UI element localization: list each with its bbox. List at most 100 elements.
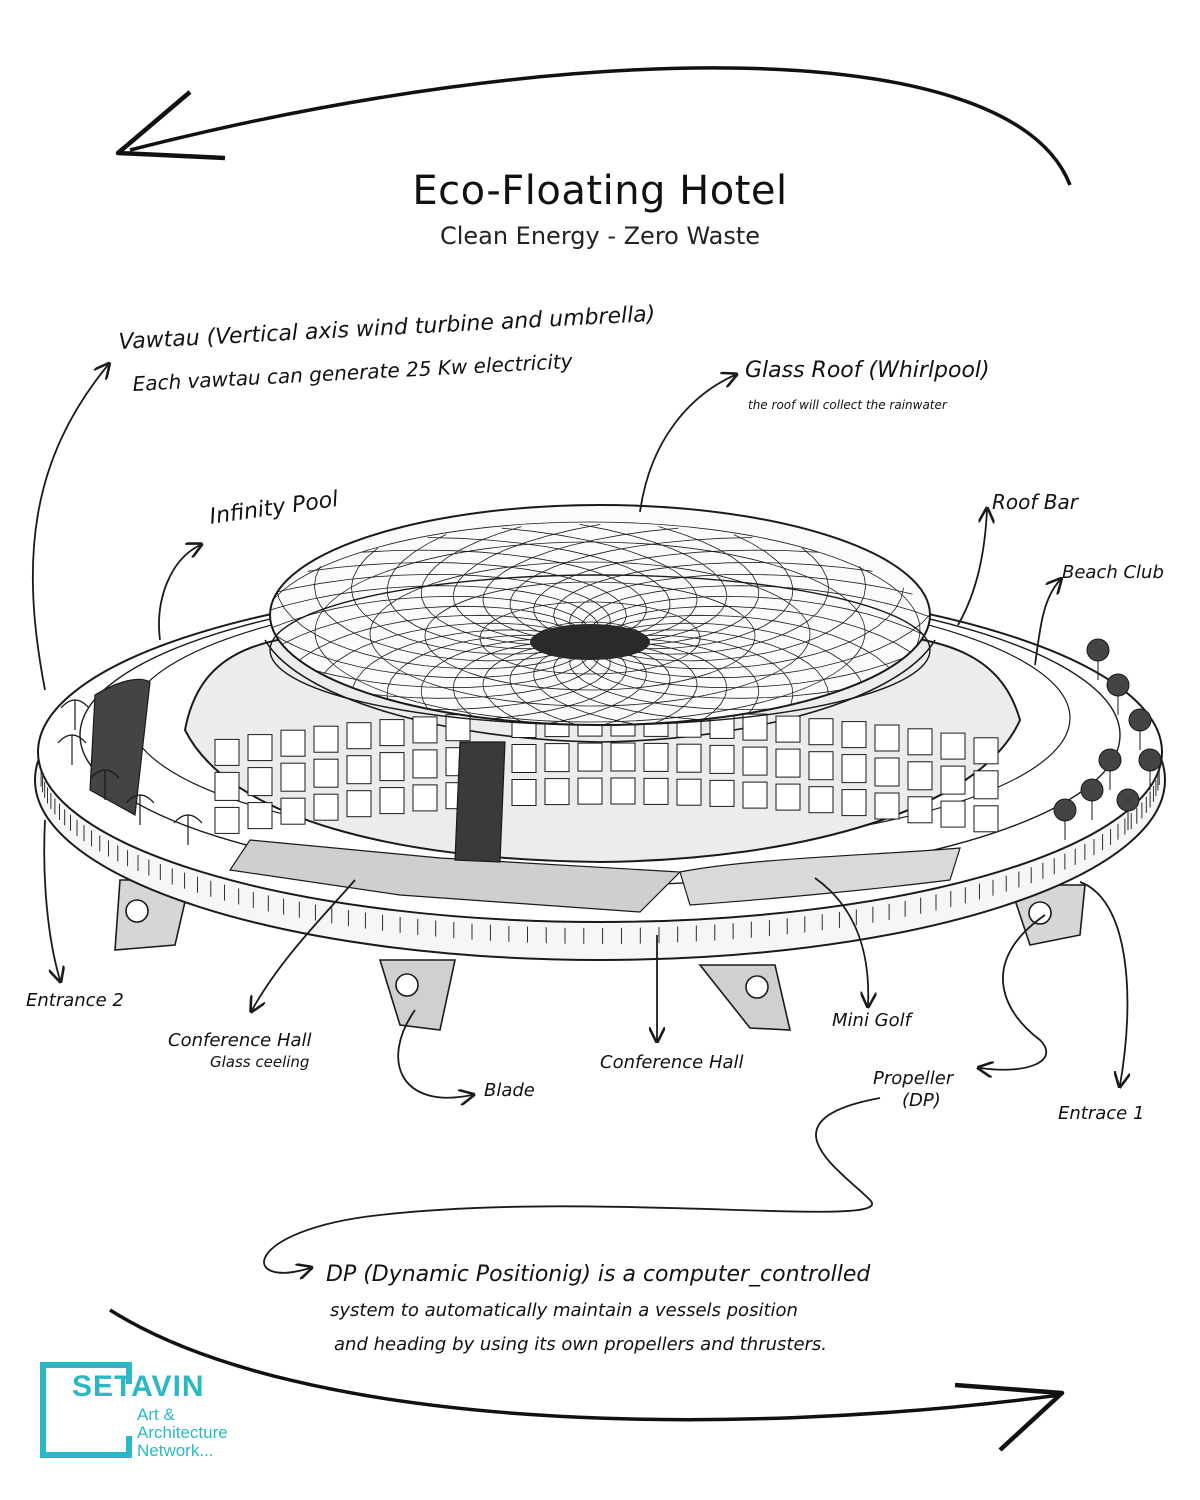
dp-note-line-3: and heading by using its own propellers … (334, 1334, 828, 1355)
setavin-logo: SETAVIN Art & Architecture Network... (40, 1362, 245, 1472)
arrow-entrance-2 (43, 819, 60, 980)
logo-frame (40, 1362, 132, 1458)
facade-window (841, 721, 867, 749)
facade-window (742, 746, 768, 776)
glass-roof (269, 504, 931, 726)
roof-spiral (307, 562, 627, 633)
facade-window (775, 748, 801, 778)
facade-window (610, 742, 636, 772)
facade-window (379, 752, 405, 782)
facade-window (577, 742, 603, 772)
roof-spiral (361, 549, 647, 635)
roof-ring (270, 521, 921, 725)
facade-window (610, 777, 636, 805)
roof-spiral (580, 585, 930, 630)
facade-window (907, 728, 933, 756)
diagram-title: Eco-Floating Hotel (412, 168, 788, 214)
facade-window (775, 783, 801, 811)
facade-window (280, 762, 306, 792)
roof-spiral (579, 524, 728, 643)
label-propeller: Propeller (873, 1068, 954, 1089)
palm-tree (1053, 798, 1077, 822)
facade-window (940, 732, 966, 760)
facade-window (742, 713, 768, 741)
roof-spiral (569, 573, 913, 631)
roof-spiral (589, 638, 930, 689)
roof-spiral (270, 612, 582, 679)
facade-window (643, 742, 669, 772)
turbine-canopy (90, 769, 120, 779)
turbine-canopy (60, 699, 90, 709)
roof-spiral (270, 595, 591, 646)
turbine-canopy (173, 814, 203, 824)
facade-window (544, 778, 570, 806)
arrow-mini-golf (814, 877, 868, 1005)
facade-window (412, 716, 438, 744)
arrow-dp-note (263, 1097, 881, 1273)
facade-window (874, 792, 900, 820)
label-conference-glass-ceiling: Glass ceeling (210, 1053, 310, 1071)
palm-tree (1138, 748, 1162, 772)
facade-window (577, 777, 603, 805)
callout-arrows (31, 365, 1128, 1273)
facade-window (907, 796, 933, 824)
roof-spiral (313, 565, 566, 662)
roof-spiral (620, 547, 830, 655)
facade-window (346, 755, 372, 785)
roof-spiral (628, 638, 760, 725)
label-entrance-2: Entrance 2 (26, 990, 124, 1011)
facade-window (247, 802, 273, 830)
roof-spiral (579, 641, 728, 725)
facade-window (412, 784, 438, 812)
roof-spiral (270, 573, 611, 631)
logo-line-3: Network... (137, 1441, 214, 1460)
rotation-arrow-bottom (109, 1308, 1061, 1422)
facade-window (214, 806, 240, 834)
roof-ring (369, 561, 811, 707)
dp-note-line-2: system to automatically maintain a vesse… (330, 1300, 798, 1321)
roof-spiral (452, 641, 601, 725)
facade-window (379, 719, 405, 747)
roof-spiral (598, 605, 930, 672)
roof-ring (424, 581, 756, 691)
facade-window (742, 781, 768, 809)
facade-window (313, 725, 339, 753)
support-fins (114, 879, 1086, 1031)
facade-window (874, 757, 900, 787)
roof-spiral (598, 612, 930, 679)
palm-tree (1086, 638, 1110, 662)
roof-spiral (628, 526, 760, 646)
facade-window (313, 758, 339, 788)
facade-window (379, 787, 405, 815)
roof-spiral (361, 649, 647, 725)
roof-spiral (386, 534, 555, 650)
palm-tree (1106, 673, 1130, 697)
palm-tree (1116, 788, 1140, 812)
facade-window (346, 790, 372, 818)
facade-window (940, 800, 966, 828)
roof-spiral (607, 614, 904, 697)
roof-spiral (533, 649, 819, 725)
railing-ticks (40, 769, 1160, 944)
facade-window (247, 767, 273, 797)
roof-spiral (270, 585, 600, 630)
roof-spiral (420, 526, 552, 646)
facade-window (643, 777, 669, 805)
label-conference-glass: Conference Hall (168, 1030, 312, 1051)
facade-window (709, 744, 735, 774)
diagram-subtitle: Clean Energy - Zero Waste (439, 222, 761, 250)
roof-spiral (452, 524, 601, 643)
label-beach-club: Beach Club (1062, 562, 1164, 583)
roof-spiral (589, 595, 930, 646)
roof-spiral (350, 547, 560, 655)
facade-window (544, 743, 570, 773)
arrow-infinity-pool (158, 545, 200, 641)
label-entrance-1: Entrace 1 (1058, 1103, 1145, 1124)
roof-spiral (427, 647, 671, 725)
arrow-propeller (980, 914, 1048, 1070)
roof-spiral (607, 587, 904, 670)
label-conference-hall: Conference Hall (600, 1052, 744, 1073)
palm-trees (1053, 638, 1162, 840)
facade-window (841, 754, 867, 784)
